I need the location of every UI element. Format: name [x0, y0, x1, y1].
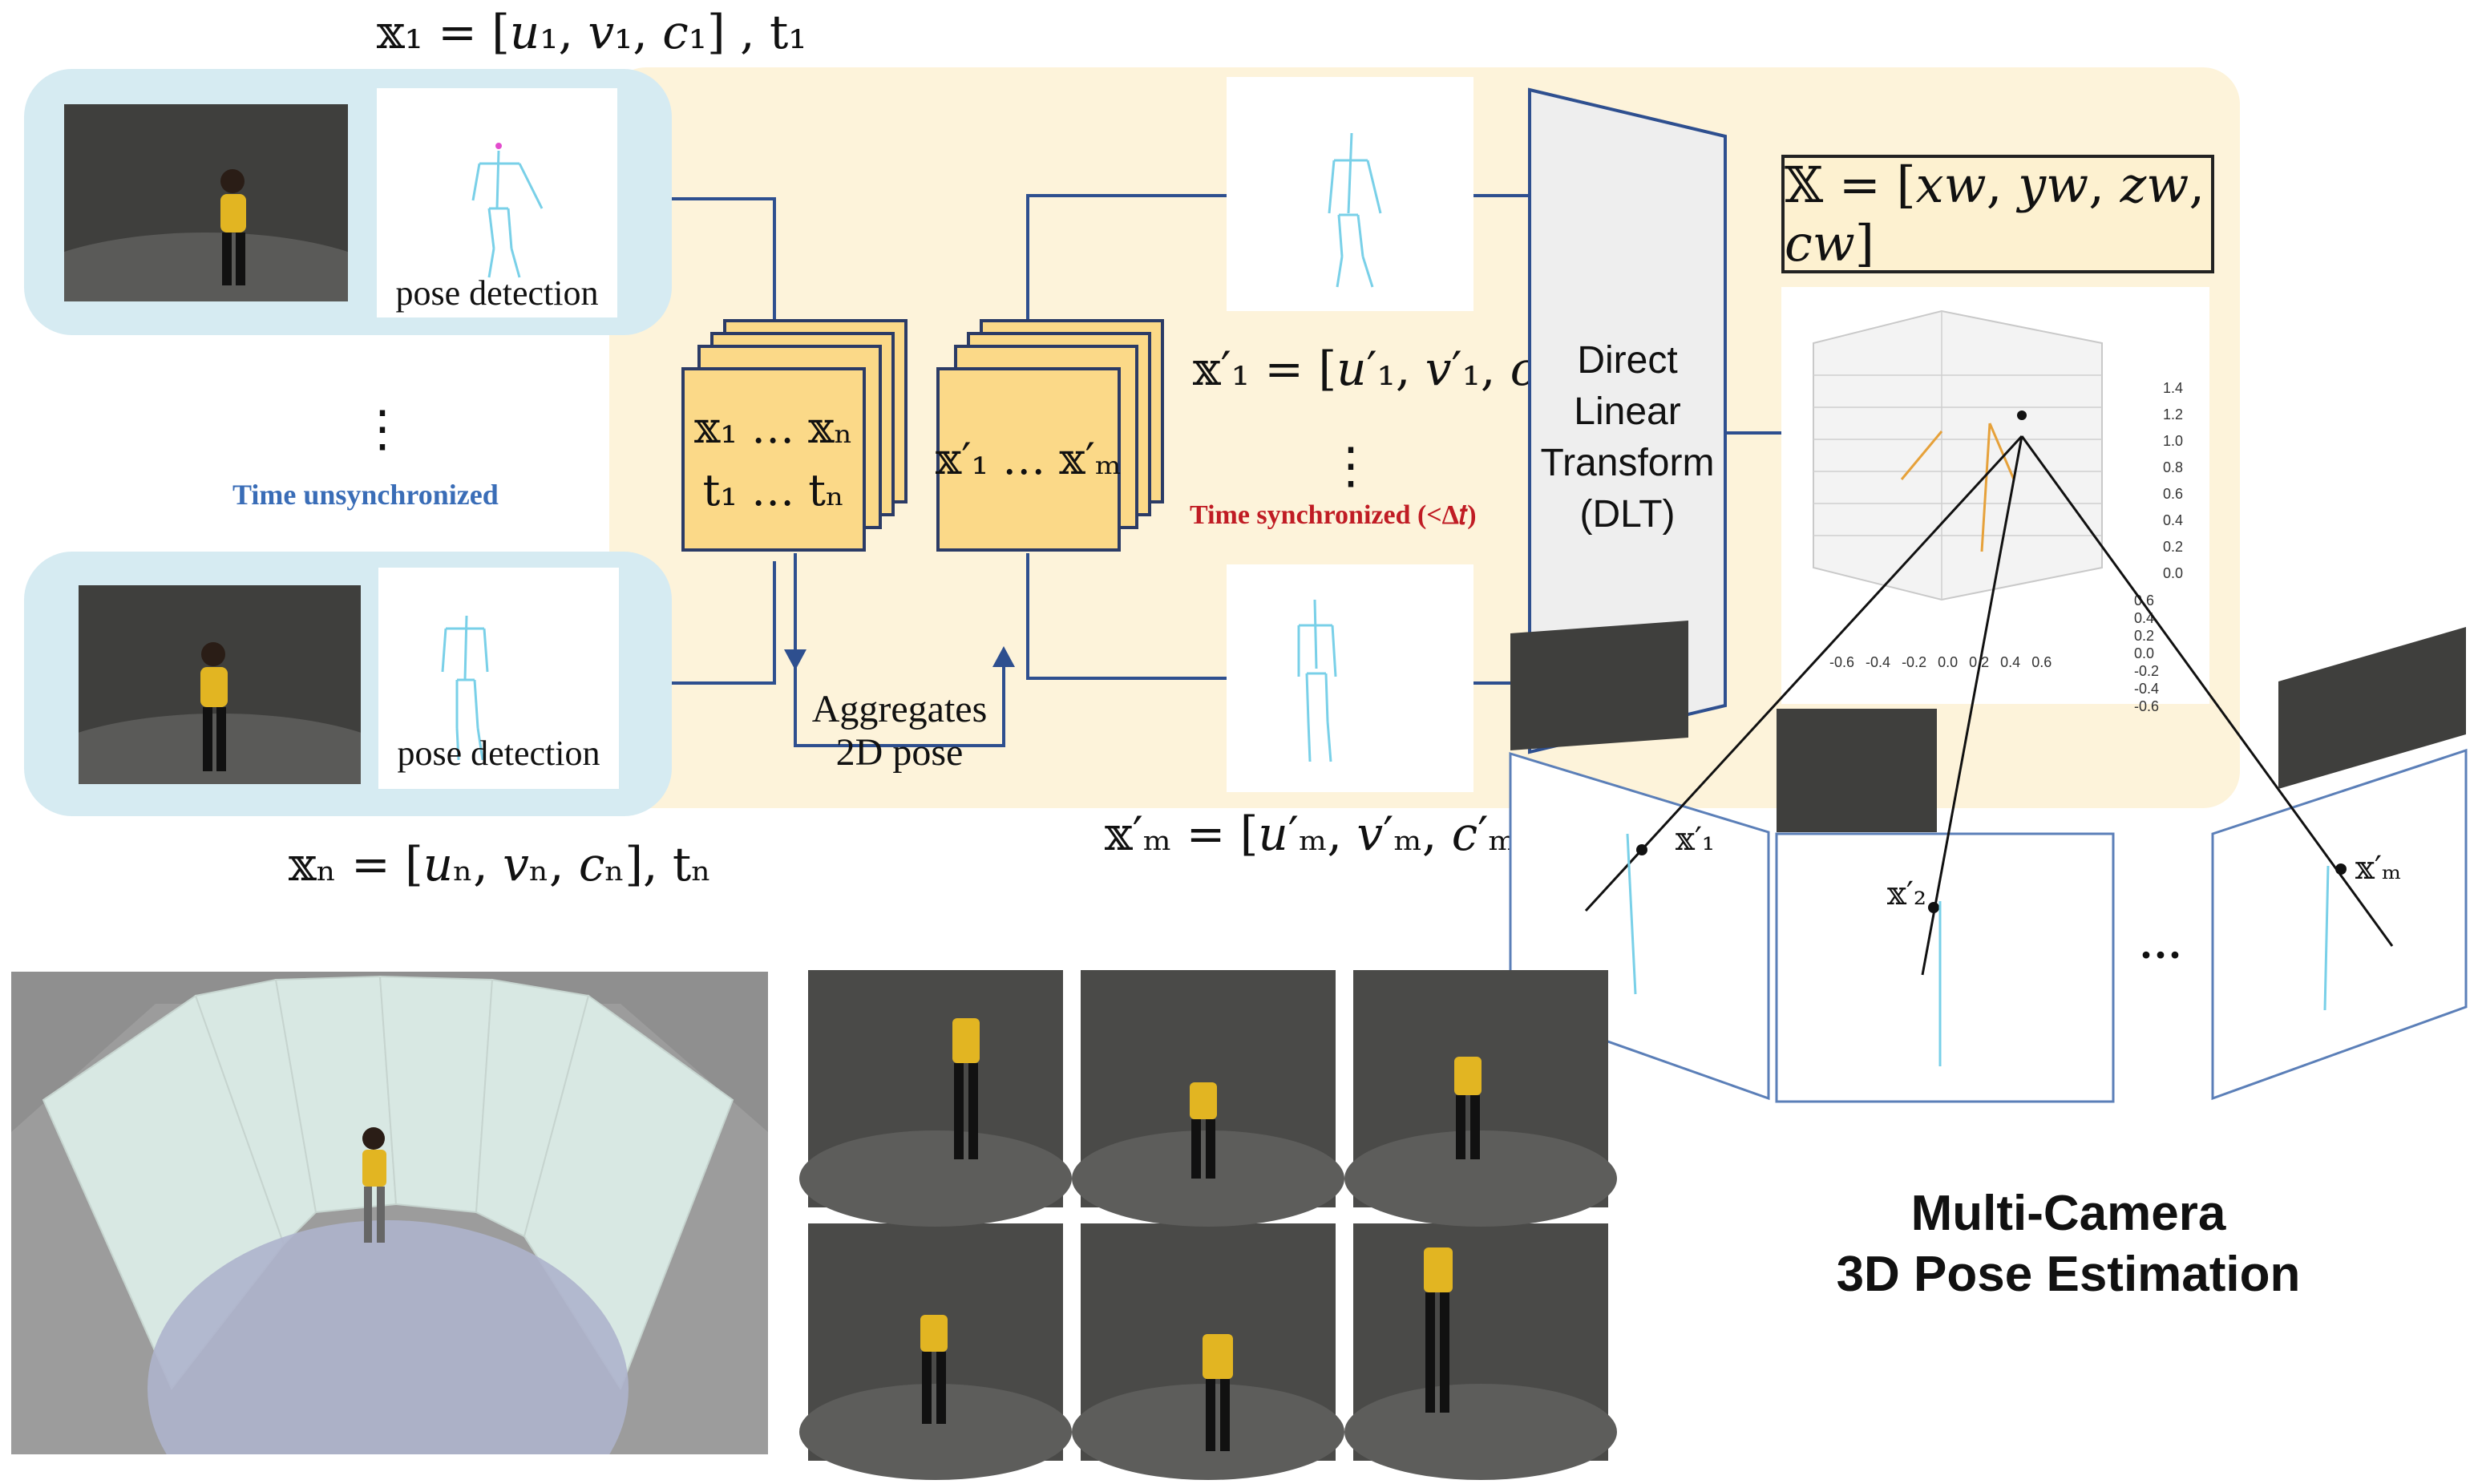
- plane-center: [1775, 832, 2115, 1103]
- y-tick: -0.4: [2134, 681, 2160, 697]
- ray-center: [1921, 435, 2023, 976]
- top-pose-card: pose detection: [377, 88, 617, 317]
- bottom-camera-person: [79, 642, 361, 784]
- unsync-stack-line2: t₁ … tₙ: [702, 465, 845, 516]
- aggregate-line1: Aggregates: [811, 688, 988, 730]
- y-tick: 0.2: [2134, 628, 2155, 644]
- sync-bottom-skeleton-icon: [1297, 599, 1337, 762]
- arrow-up-head: [992, 646, 1015, 667]
- x-tick: 0.6: [2031, 654, 2052, 670]
- sync-top-connector: [1026, 194, 1227, 369]
- left-ellipsis: ⋮: [358, 402, 407, 457]
- sync-bottom-connector: [1026, 553, 1227, 680]
- bottom-camera-formula: 𝕩ₙ = [𝑢ₙ, 𝑣ₙ, 𝑐ₙ], tₙ: [289, 837, 712, 892]
- top-camera-frame: [64, 104, 348, 301]
- z-tick: 0.8: [2163, 459, 2184, 475]
- z-tick: 1.4: [2163, 380, 2184, 396]
- sync-top-skeleton-icon: [1328, 132, 1382, 288]
- top-pose-label: pose detection: [395, 273, 599, 313]
- unsync-label: Time unsynchronized: [232, 479, 499, 511]
- ray-left: [1584, 435, 2023, 912]
- sync-label: Time synchronized (<Δ𝑡): [1190, 500, 1477, 530]
- sync-top-formula: 𝕩′₁ = [𝑢′₁, 𝑣′₁, 𝑐′₁]: [1193, 342, 1584, 396]
- top-camera-formula: 𝕩₁ = [𝑢₁, 𝑣₁, 𝑐₁] , t₁: [377, 5, 807, 59]
- camera-photo-left: [1510, 621, 1688, 750]
- plane-right: [2211, 748, 2468, 1101]
- sync-bottom-pose-card: [1227, 564, 1473, 792]
- x-tick: -0.4: [1866, 654, 1891, 670]
- arrow-down-head: [784, 649, 806, 670]
- camera-photo-center: [1777, 709, 1937, 832]
- projection-label-1: 𝕩′₁: [1676, 821, 1715, 858]
- title-line1: Multi-Camera: [1910, 1186, 2226, 1241]
- dlt-line1: Direct: [1577, 339, 1678, 382]
- x-tick: -0.2: [1902, 654, 1927, 670]
- plot-3d-card: 1.4 1.2 1.0 0.8 0.6 0.4 0.2 0.0 -0.6 -0.…: [1781, 287, 2209, 714]
- bottom-camera-connector: [672, 561, 776, 685]
- aggregate-line2: 2D pose: [835, 731, 964, 774]
- y-tick: -0.2: [2134, 663, 2160, 679]
- x-tick: 0.4: [2000, 654, 2021, 670]
- projection-label-2: 𝕩′₂: [1887, 875, 1926, 912]
- unsync-stack-line1: 𝕩₁ … 𝕩ₙ: [694, 402, 853, 453]
- dlt-line3: Transform: [1540, 442, 1715, 484]
- world-formula-box: 𝕏 = [𝑥𝑤, 𝑦𝑤, 𝑧𝑤, 𝑐𝑤]: [1781, 155, 2214, 273]
- y-tick: 0.0: [2134, 645, 2155, 661]
- plot-y-ticks: 0.6 0.4 0.2 0.0 -0.2 -0.4 -0.6: [2134, 592, 2159, 715]
- z-tick: 0.2: [2163, 539, 2184, 555]
- z-tick: 0.4: [2163, 512, 2184, 528]
- z-tick: 1.0: [2163, 433, 2184, 449]
- camera-rig-render: [11, 972, 768, 1454]
- y-tick: 0.4: [2134, 610, 2155, 626]
- plot-x-ticks: -0.6 -0.4 -0.2 0.0 0.2 0.4 0.6: [1829, 654, 2052, 671]
- plot-3d-grid: [1813, 309, 2103, 601]
- bottom-camera-frame: [79, 585, 361, 784]
- z-tick: 0.6: [2163, 486, 2184, 502]
- dlt-line4: (DLT): [1579, 493, 1676, 536]
- plot-z-ticks: 1.4 1.2 1.0 0.8 0.6 0.4 0.2 0.0: [2163, 375, 2195, 587]
- top-camera-person: [64, 169, 348, 301]
- world-formula: 𝕏 = [𝑥𝑤, 𝑦𝑤, 𝑧𝑤, 𝑐𝑤]: [1785, 156, 2205, 273]
- x-tick: 0.0: [1938, 654, 1959, 670]
- ray-right: [2020, 435, 2394, 947]
- sync-stack-line1: 𝕩′₁ … 𝕩′ₘ: [936, 433, 1122, 484]
- z-tick: 0.0: [2163, 565, 2184, 581]
- top-camera-connector: [672, 197, 776, 345]
- aggregate-label: Aggregates 2D pose: [802, 688, 997, 774]
- sync-bottom-formula: 𝕩′ₘ = [𝑢′ₘ, 𝑣′ₘ, 𝑐′ₘ]: [1105, 807, 1535, 861]
- sync-top-pose-card: [1227, 77, 1473, 311]
- bottom-pose-label: pose detection: [397, 734, 600, 773]
- dlt-label: Direct Linear Transform (DLT): [1530, 335, 1725, 540]
- dlt-line2: Linear: [1574, 390, 1681, 433]
- mid-ellipsis: ⋮: [1326, 439, 1376, 494]
- figure-title: Multi-Camera 3D Pose Estimation: [1764, 1183, 2373, 1305]
- camera-rig-scene: [11, 975, 768, 1454]
- z-tick: 1.2: [2163, 406, 2184, 423]
- title-line2: 3D Pose Estimation: [1836, 1247, 2301, 1302]
- unsync-stack: 𝕩₁ … 𝕩ₙ t₁ … tₙ: [681, 367, 866, 552]
- bottom-pose-card: pose detection: [378, 568, 619, 789]
- projection-ellipsis: ···: [2139, 931, 2183, 979]
- top-skeleton-icon: [471, 143, 544, 278]
- sync-stack: 𝕩′₁ … 𝕩′ₘ: [936, 367, 1122, 552]
- y-tick: -0.6: [2134, 698, 2160, 714]
- x-tick: -0.6: [1829, 654, 1855, 670]
- bottom-skeleton-icon: [441, 615, 489, 760]
- camera-photo-right: [2278, 627, 2466, 789]
- projection-label-m: 𝕩′ₘ: [2355, 850, 2402, 887]
